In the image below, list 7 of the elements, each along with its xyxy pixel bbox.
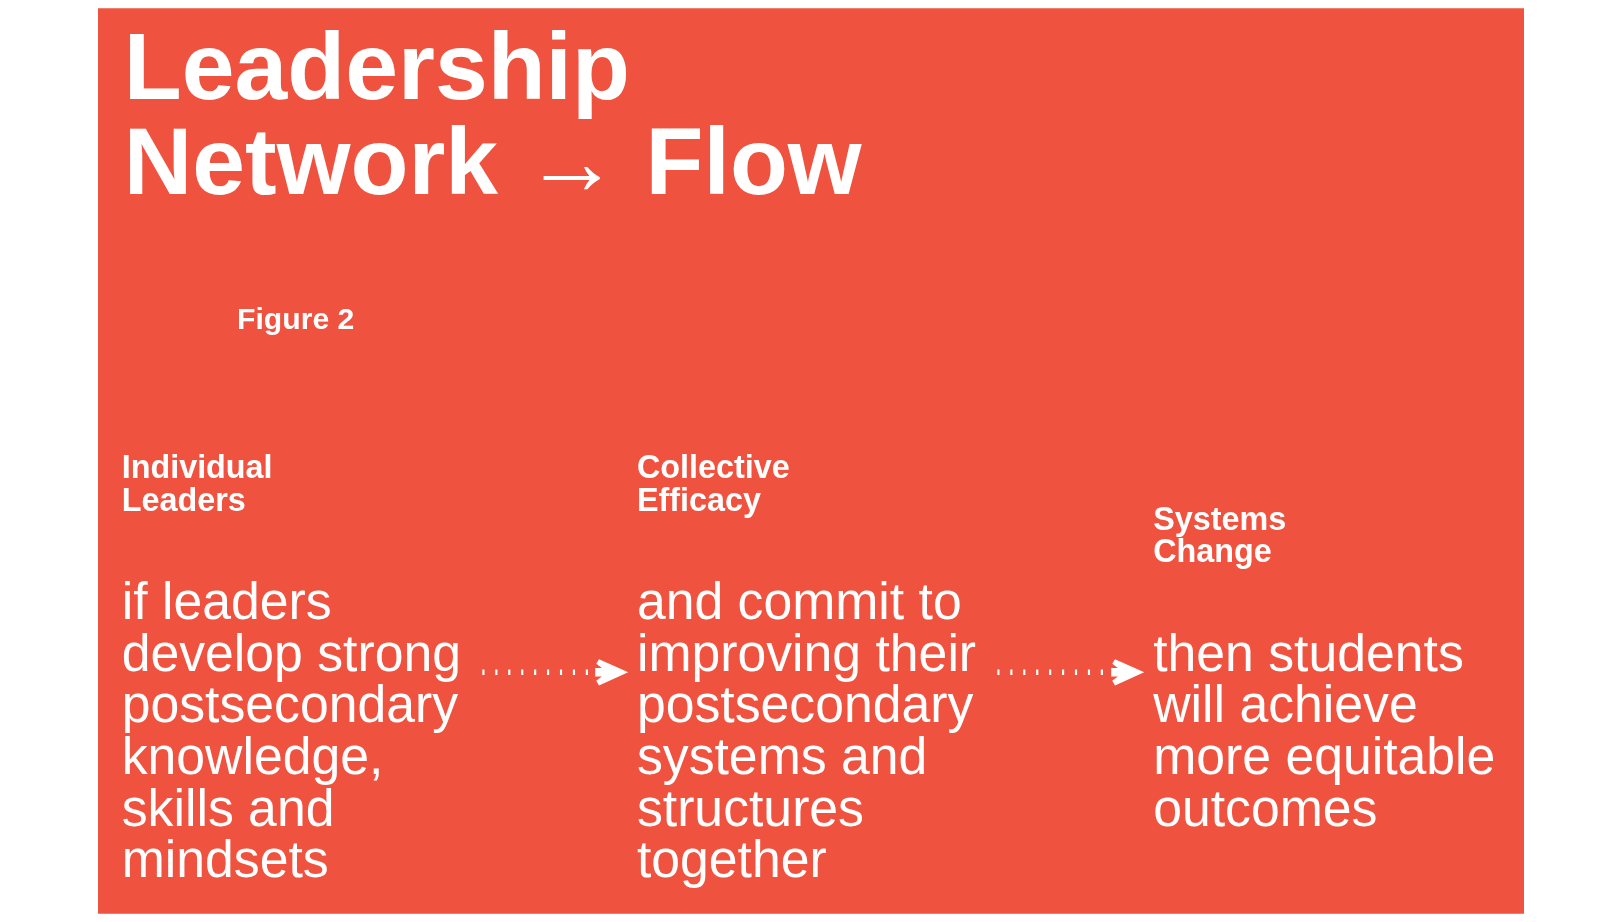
- node-text: Systems Change then students will achieve more equitable outcomes: [1153, 500, 1496, 837]
- diagram-title: Leadership Network → Flow: [123, 13, 862, 215]
- arrow: [997, 658, 1141, 686]
- node-text: Individual Leaders if leaders develop strong postsecondary knowledge, skills and mindsets: [121, 449, 461, 889]
- node-text: Collective Efficacy and commit to improving their postsecondary systems and structures together: [636, 449, 977, 889]
- arrow: [482, 658, 625, 686]
- label: Figure 2: [237, 301, 355, 335]
